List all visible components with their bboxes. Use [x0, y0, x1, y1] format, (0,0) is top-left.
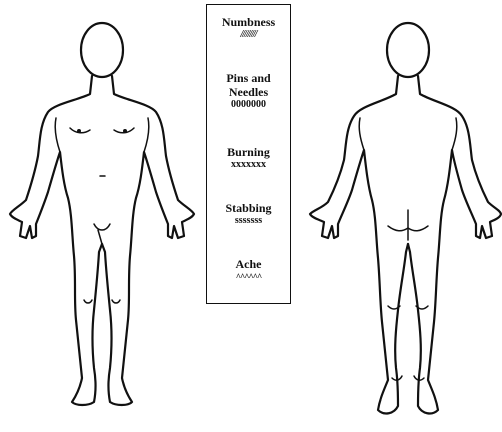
legend-entry-ache: Ache ^^^^^^: [207, 257, 290, 283]
head-back: [387, 23, 429, 77]
body-outline-back: [298, 0, 502, 427]
head-front: [81, 23, 123, 77]
inner-arm-right-back: [452, 118, 457, 150]
nipple-left-front: [77, 129, 81, 133]
legend-symbol-pins-and-needles: 0000000: [207, 99, 290, 111]
legend-symbol-stabbing: sssssss: [207, 215, 290, 227]
body-figure-back: [298, 0, 502, 427]
legend-label-ache: Ache: [207, 257, 290, 271]
right-side-outline-front: [102, 76, 194, 405]
legend-entry-pins-and-needles: Pins and Needles 0000000: [207, 71, 290, 111]
legend-label-burning: Burning: [207, 145, 290, 159]
knee-left-front: [84, 300, 92, 303]
legend-entry-stabbing: Stabbing sssssss: [207, 201, 290, 227]
body-outline-front: [0, 0, 205, 427]
groin-front: [94, 224, 110, 244]
legend-symbol-ache: ^^^^^^: [207, 271, 290, 283]
left-side-outline-front: [10, 76, 102, 405]
knee-right-front: [112, 300, 120, 303]
legend-symbol-numbness: /////////: [207, 29, 290, 41]
legend-entry-burning: Burning xxxxxxx: [207, 145, 290, 171]
legend-label-pins-and-needles: Pins and Needles: [219, 71, 279, 99]
inner-arm-left-front: [55, 118, 60, 152]
legend-label-numbness: Numbness: [207, 15, 290, 29]
inner-arm-left-back: [359, 118, 364, 150]
legend-entry-numbness: Numbness /////////: [207, 15, 290, 41]
legend-symbol-burning: xxxxxxx: [207, 159, 290, 171]
right-side-outline-back: [408, 76, 501, 413]
inner-arm-right-front: [144, 118, 149, 152]
legend-label-stabbing: Stabbing: [207, 201, 290, 215]
pain-type-legend: Numbness ///////// Pins and Needles 0000…: [206, 4, 291, 304]
body-figure-front: [0, 0, 205, 427]
nipple-right-front: [123, 129, 127, 133]
